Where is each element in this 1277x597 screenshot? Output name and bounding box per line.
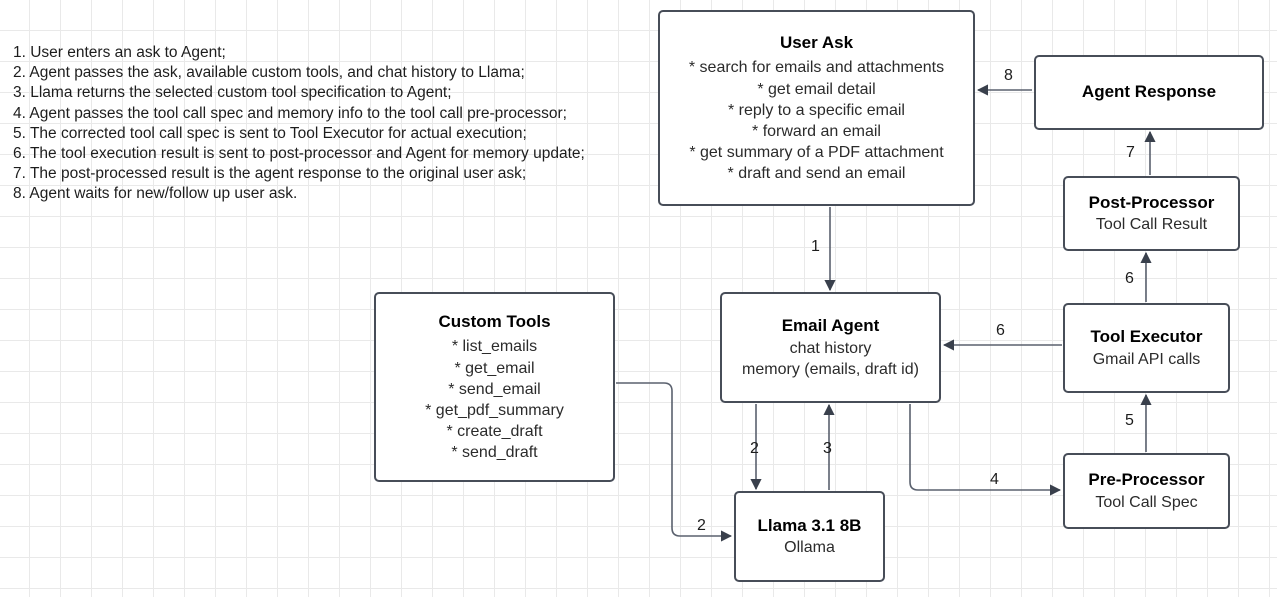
edge-label-3: 3	[823, 440, 832, 457]
node-llama[interactable]: Llama 3.1 8B Ollama	[734, 491, 885, 582]
node-post-processor[interactable]: Post-Processor Tool Call Result	[1063, 176, 1240, 251]
node-agent-response[interactable]: Agent Response	[1034, 55, 1264, 130]
legend-step-1: 1. User enters an ask to Agent;	[13, 44, 226, 61]
node-pre-processor[interactable]: Pre-Processor Tool Call Spec	[1063, 453, 1230, 529]
node-user-ask-bullet-3: * reply to a specific email	[728, 101, 905, 119]
node-pre-processor-subtitle: Tool Call Spec	[1095, 493, 1198, 511]
node-user-ask-bullet-5: * get summary of a PDF attachment	[689, 143, 944, 161]
node-tool-executor-subtitle: Gmail API calls	[1092, 350, 1201, 368]
legend-step-2: 2. Agent passes the ask, available custo…	[13, 64, 525, 82]
node-email-agent-subtitle-chat-history: chat history	[789, 339, 872, 357]
node-email-agent-title: Email Agent	[781, 316, 880, 336]
legend-step-7: 7. The post-processed result is the agen…	[13, 165, 527, 183]
node-user-ask-bullets: * search for emails and attachments * ge…	[689, 57, 944, 184]
node-custom-tools-bullet-5: * create_draft	[446, 422, 543, 440]
node-post-processor-title: Post-Processor	[1088, 192, 1215, 212]
edge-4-email-agent-to-pre-processor	[909, 404, 1062, 496]
node-tool-executor-title: Tool Executor	[1090, 327, 1203, 347]
node-custom-tools-bullet-3: * send_email	[448, 380, 541, 398]
node-post-processor-subtitle: Tool Call Result	[1095, 216, 1208, 234]
node-llama-subtitle: Ollama	[784, 539, 835, 557]
legend-steps-list: 1. User enters an ask to Agent; 2. Agent…	[13, 43, 585, 205]
edge-label-1: 1	[811, 238, 820, 255]
legend-step-4: 4. Agent passes the tool call spec and m…	[13, 104, 567, 122]
edge-label-6-executor-agent: 6	[996, 322, 1005, 339]
node-custom-tools[interactable]: Custom Tools * list_emails * get_email *…	[374, 292, 615, 482]
node-user-ask-title: User Ask	[779, 32, 854, 52]
legend-step-8: 8. Agent waits for new/follow up user as…	[13, 185, 298, 203]
edge-label-2-agent-llama: 2	[750, 440, 759, 457]
edge-label-6-executor-post: 6	[1125, 270, 1134, 287]
node-user-ask-bullet-1: * search for emails and attachments	[688, 59, 945, 77]
legend-step-3: 3. Llama returns the selected custom too…	[13, 84, 452, 102]
edge-label-8: 8	[1004, 67, 1013, 84]
node-llama-title: Llama 3.1 8B	[757, 515, 862, 535]
node-user-ask-bullet-4: * forward an email	[752, 122, 881, 140]
node-custom-tools-bullet-1: * list_emails	[451, 338, 538, 356]
edge-label-4: 4	[990, 471, 999, 488]
edge-label-5: 5	[1125, 412, 1134, 429]
node-agent-response-title: Agent Response	[1081, 82, 1217, 102]
edge-label-7: 7	[1126, 144, 1135, 161]
node-custom-tools-bullets: * list_emails * get_email * send_email *…	[425, 336, 564, 463]
node-user-ask-bullet-2: * get email detail	[757, 80, 876, 98]
node-pre-processor-title: Pre-Processor	[1088, 470, 1205, 490]
node-email-agent[interactable]: Email Agent chat history memory (emails,…	[720, 292, 941, 403]
node-email-agent-subtitle-memory: memory (emails, draft id)	[742, 360, 919, 378]
node-custom-tools-bullet-6: * send_draft	[451, 443, 538, 461]
edge-2-custom-tools-to-llama	[616, 382, 733, 542]
node-custom-tools-bullet-4: * get_pdf_summary	[425, 401, 564, 419]
edge-label-2-tools-llama: 2	[697, 517, 706, 534]
node-custom-tools-bullet-2: * get_email	[454, 359, 535, 377]
legend-step-5: 5. The corrected tool call spec is sent …	[13, 124, 527, 142]
node-user-ask[interactable]: User Ask * search for emails and attachm…	[658, 10, 975, 206]
node-tool-executor[interactable]: Tool Executor Gmail API calls	[1063, 303, 1230, 393]
node-custom-tools-title: Custom Tools	[438, 311, 551, 331]
legend-step-6: 6. The tool execution result is sent to …	[13, 145, 585, 163]
node-user-ask-bullet-6: * draft and send an email	[727, 164, 906, 182]
